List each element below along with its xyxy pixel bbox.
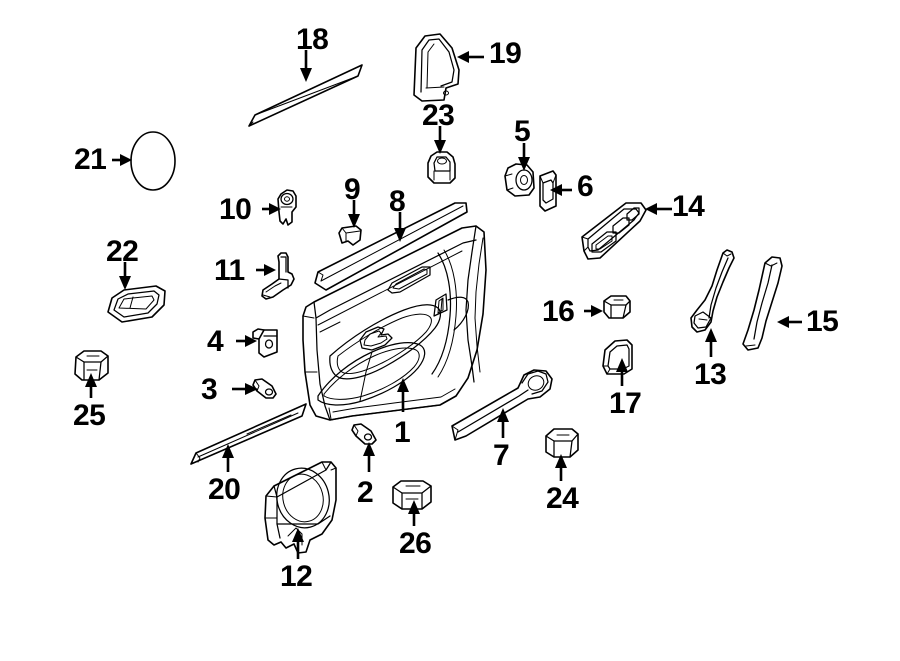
- part-door-lock-lever: [261, 252, 295, 300]
- callout-label-1[interactable]: 1: [394, 416, 411, 449]
- callout-label-2[interactable]: 2: [357, 476, 374, 509]
- callout-label-11[interactable]: 11: [214, 254, 245, 287]
- callout-label-19[interactable]: 19: [489, 37, 522, 70]
- part-outer-belt-molding: [248, 64, 363, 127]
- part-armrest-pull-handle: [451, 369, 553, 441]
- part-pillar-trim-13: [690, 249, 735, 333]
- callout-label-23[interactable]: 23: [422, 99, 455, 132]
- part-clip-23: [427, 151, 456, 184]
- callout-label-22[interactable]: 22: [106, 235, 139, 268]
- part-access-hole-cover: [130, 131, 176, 191]
- part-mirror-sail-cover: [413, 33, 460, 102]
- callout-label-14[interactable]: 14: [672, 190, 705, 223]
- part-retainer-clip-24: [545, 428, 579, 458]
- part-door-pull-handle-bezel: [107, 285, 166, 323]
- callout-label-15[interactable]: 15: [806, 305, 839, 338]
- callout-label-25[interactable]: 25: [73, 399, 106, 432]
- part-door-trim-panel: [302, 225, 487, 421]
- callout-label-17[interactable]: 17: [609, 387, 642, 420]
- part-window-switch-panel: [581, 202, 647, 260]
- part-speaker-housing: [264, 461, 337, 554]
- callout-label-13[interactable]: 13: [694, 358, 727, 391]
- callout-label-3[interactable]: 3: [201, 373, 218, 406]
- callout-label-5[interactable]: 5: [514, 115, 531, 148]
- part-screw-bolt: [351, 423, 377, 445]
- callout-label-12[interactable]: 12: [280, 560, 313, 593]
- callout-label-7[interactable]: 7: [493, 439, 510, 472]
- callout-label-20[interactable]: 20: [208, 473, 241, 506]
- part-lower-trim-strip: [190, 403, 307, 465]
- callout-label-6[interactable]: 6: [577, 170, 594, 203]
- callout-label-18[interactable]: 18: [296, 23, 329, 56]
- callout-label-4[interactable]: 4: [207, 325, 224, 358]
- part-retainer-clip-16: [603, 295, 631, 319]
- callout-label-8[interactable]: 8: [389, 185, 406, 218]
- callout-label-21[interactable]: 21: [74, 143, 107, 176]
- part-retainer-clip-25: [74, 350, 109, 381]
- part-tweeter-speaker: [504, 163, 535, 197]
- part-belt-weatherstrip-inner: [314, 202, 468, 291]
- part-clip-9: [338, 225, 362, 246]
- part-retainer-clip-4: [252, 328, 278, 358]
- leader-lines-group: [85, 50, 802, 559]
- callout-label-26[interactable]: 26: [399, 527, 432, 560]
- part-pillar-trim-15: [742, 256, 783, 351]
- part-speaker-cover: [539, 170, 557, 212]
- callout-label-9[interactable]: 9: [344, 173, 361, 206]
- callout-label-24[interactable]: 24: [546, 482, 579, 515]
- part-screw-pin: [252, 378, 277, 399]
- part-retainer-clip-26: [392, 480, 432, 510]
- callout-label-16[interactable]: 16: [542, 295, 575, 328]
- part-lock-knob-rod: [277, 189, 297, 226]
- callout-label-10[interactable]: 10: [219, 193, 252, 226]
